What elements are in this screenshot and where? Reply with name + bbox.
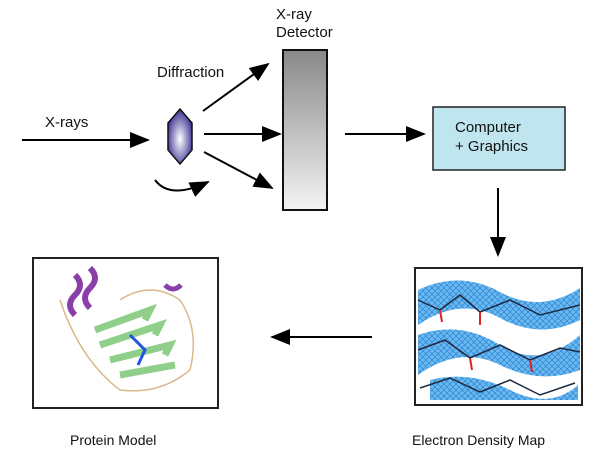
computer-label-line2: + Graphics xyxy=(455,138,528,155)
density-map-label: Electron Density Map xyxy=(412,432,546,448)
detector-label-line1: X-ray xyxy=(276,6,312,23)
xrays-label: X-rays xyxy=(45,114,89,131)
computer-box xyxy=(432,106,566,171)
diffraction-arrow-down xyxy=(203,151,274,189)
protein-model-image xyxy=(32,257,219,409)
diffraction-arrow-up xyxy=(202,62,270,112)
computer-label-line1: Computer xyxy=(455,119,521,136)
diffraction-label: Diffraction xyxy=(157,64,225,81)
crystal-icon xyxy=(167,107,193,166)
protein-model-label: Protein Model xyxy=(70,432,157,448)
rotation-arrow xyxy=(154,179,210,197)
detector-label-line2: Detector xyxy=(276,24,333,41)
xray-detector xyxy=(282,49,328,211)
electron-density-map-image xyxy=(414,267,583,406)
